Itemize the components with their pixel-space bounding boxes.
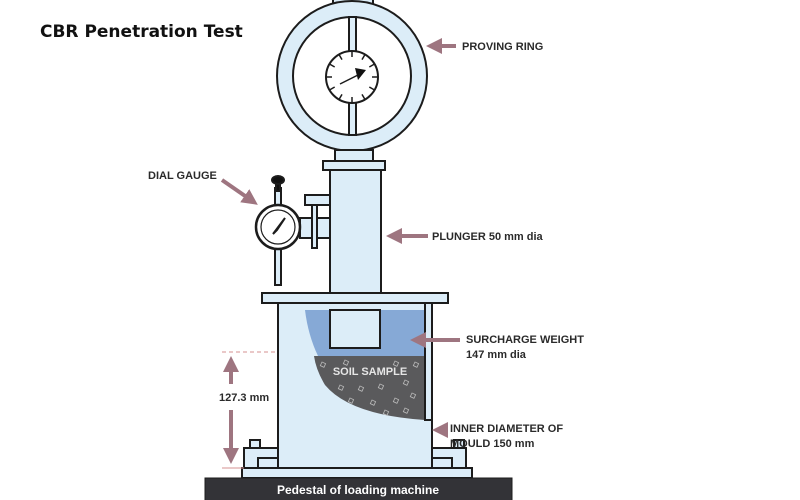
dial-tick	[361, 54, 366, 61]
height-label: 127.3 mm	[219, 392, 269, 404]
mould-label-1: INNER DIAMETER OF	[450, 423, 563, 435]
soil-stone	[369, 399, 377, 406]
soil-sample	[314, 356, 425, 420]
soil-stone	[377, 383, 385, 390]
dial-tick	[361, 93, 366, 100]
soil-stone	[402, 407, 410, 414]
soil-stone	[382, 409, 390, 416]
soil-stone	[409, 392, 417, 399]
dial-tick	[329, 86, 336, 91]
soil-stone	[337, 384, 345, 391]
ring-neck	[334, 149, 374, 162]
plunger-label: PLUNGER 50 mm dia	[432, 231, 544, 243]
dial-tick	[368, 86, 375, 91]
surcharge-label-2: 147 mm dia	[466, 349, 527, 361]
soil-stone	[319, 361, 327, 368]
clamp-arm	[304, 194, 331, 206]
platform-plate	[261, 292, 449, 304]
dial-gauge-label: DIAL GAUGE	[148, 170, 217, 182]
clamp-pin	[311, 204, 318, 249]
dial-tick	[338, 93, 343, 100]
base-plate	[241, 467, 473, 479]
soil-stone	[392, 360, 400, 367]
soil-stone	[402, 379, 410, 386]
soil-stone	[342, 359, 350, 366]
dial-tick	[338, 54, 343, 61]
diagram-title: CBR Penetration Test	[40, 22, 243, 42]
soil-sample-label: SOIL SAMPLE	[333, 366, 407, 378]
pedestal-label: Pedestal of loading machine	[277, 483, 439, 497]
mould-label-2: MOULD 150 mm	[450, 438, 535, 450]
pedestal	[204, 477, 513, 500]
plunger	[329, 169, 382, 294]
dial-tick	[368, 63, 375, 68]
soil-stone	[357, 385, 365, 392]
ring-dial-icon	[325, 50, 379, 104]
collar	[322, 160, 386, 171]
dial-tick	[329, 63, 336, 68]
proving-ring-label: PROVING RING	[462, 41, 543, 53]
surcharge-label-1: SURCHARGE WEIGHT	[466, 334, 584, 346]
soil-stone	[392, 397, 400, 404]
soil-stone	[347, 397, 355, 404]
soil-stone	[412, 361, 420, 368]
plunger-tip	[329, 309, 381, 349]
mould-wall	[424, 302, 433, 421]
dial-gauge-arrow	[220, 178, 258, 205]
